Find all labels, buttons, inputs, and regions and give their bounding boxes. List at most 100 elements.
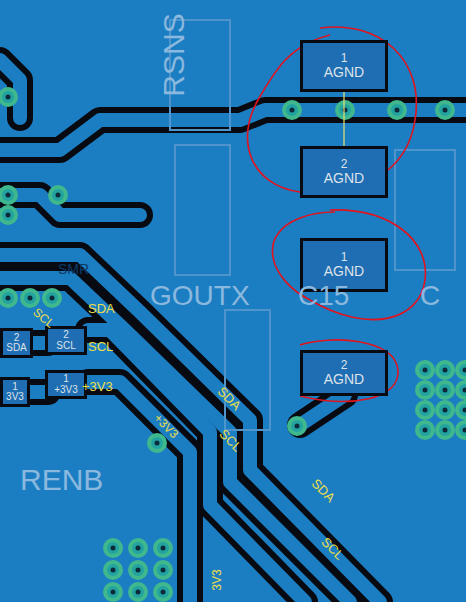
- via-land: [132, 564, 144, 576]
- via-drill: [28, 296, 33, 301]
- net-name: SCL: [56, 341, 75, 352]
- silkscreen-refdes: RENB: [20, 465, 103, 495]
- via-drill: [443, 108, 448, 113]
- via-land: [439, 424, 451, 436]
- via-drill: [6, 95, 11, 100]
- via-ring: [435, 100, 455, 120]
- smd-pad: 2AGND: [300, 350, 388, 396]
- via-drill: [423, 428, 428, 433]
- via: [435, 400, 455, 420]
- via-drill: [111, 546, 116, 551]
- via-drill: [56, 193, 61, 198]
- via-ring: [435, 400, 455, 420]
- via-drill: [136, 546, 141, 551]
- via: [415, 400, 435, 420]
- via: [147, 433, 167, 453]
- red-annotation-circle: [272, 210, 425, 320]
- via-land: [439, 104, 451, 116]
- via: [103, 582, 123, 602]
- silkscreen-refdes: SMR: [58, 262, 89, 276]
- via-drill: [155, 441, 160, 446]
- via-ring: [147, 433, 167, 453]
- net-name: +3V3: [82, 380, 113, 393]
- net-name: SDA: [6, 343, 27, 354]
- via-ring: [48, 185, 68, 205]
- trace-clearance: [0, 278, 350, 602]
- net-name: 3V3: [211, 569, 223, 590]
- via: [455, 400, 466, 420]
- net-name: AGND: [324, 372, 364, 387]
- via-land: [459, 424, 466, 436]
- via-ring: [20, 288, 40, 308]
- via-drill: [443, 368, 448, 373]
- via: [0, 288, 18, 308]
- smd-pad: 1+3V3: [45, 370, 87, 399]
- via-land: [2, 209, 14, 221]
- via-ring: [435, 360, 455, 380]
- via-ring: [282, 100, 302, 120]
- trace-clearance: [0, 195, 140, 215]
- pad-number: 1: [341, 251, 348, 264]
- via-group: [0, 87, 466, 602]
- via: [282, 100, 302, 120]
- via-land: [107, 542, 119, 554]
- via-ring: [0, 185, 18, 205]
- copper-trace: [88, 330, 305, 602]
- pad-number: 1: [341, 52, 348, 65]
- via-drill: [136, 568, 141, 573]
- via-land: [439, 404, 451, 416]
- via-land: [419, 404, 431, 416]
- via: [435, 360, 455, 380]
- via-land: [157, 586, 169, 598]
- via-land: [2, 292, 14, 304]
- via-ring: [435, 420, 455, 440]
- ratsnest-line: [343, 92, 344, 146]
- via: [455, 420, 466, 440]
- via-ring: [455, 400, 466, 420]
- silkscreen-refdes: RSNS: [159, 13, 189, 96]
- via-drill: [443, 388, 448, 393]
- via-land: [419, 424, 431, 436]
- via: [103, 560, 123, 580]
- via-ring: [455, 420, 466, 440]
- via: [435, 100, 455, 120]
- via-land: [439, 384, 451, 396]
- via: [20, 288, 40, 308]
- via-ring: [0, 87, 18, 107]
- via: [387, 100, 407, 120]
- via-drill: [423, 388, 428, 393]
- via-ring: [153, 538, 173, 558]
- via: [455, 360, 466, 380]
- via-land: [132, 542, 144, 554]
- pad-number: 1: [63, 374, 69, 385]
- via-drill: [6, 296, 11, 301]
- via-ring: [415, 380, 435, 400]
- trace-clearance: [0, 60, 466, 602]
- copper-traces: [0, 60, 466, 602]
- via: [153, 560, 173, 580]
- via-ring: [103, 582, 123, 602]
- via-drill: [290, 108, 295, 113]
- via: [42, 288, 62, 308]
- via-drill: [6, 213, 11, 218]
- via-ring: [335, 100, 355, 120]
- via: [435, 380, 455, 400]
- pad-number: 2: [341, 158, 348, 171]
- via: [415, 420, 435, 440]
- via-ring: [287, 416, 307, 436]
- via-ring: [0, 288, 18, 308]
- via: [335, 100, 355, 120]
- pad-number: 2: [341, 359, 348, 372]
- via-drill: [423, 408, 428, 413]
- via-drill: [463, 428, 466, 433]
- via-drill: [111, 590, 116, 595]
- via-ring: [0, 205, 18, 225]
- via-land: [151, 437, 163, 449]
- via-land: [286, 104, 298, 116]
- via-drill: [50, 296, 55, 301]
- signal-name: SCL: [88, 340, 113, 353]
- via-ring: [153, 560, 173, 580]
- via-ring: [415, 360, 435, 380]
- via-ring: [128, 538, 148, 558]
